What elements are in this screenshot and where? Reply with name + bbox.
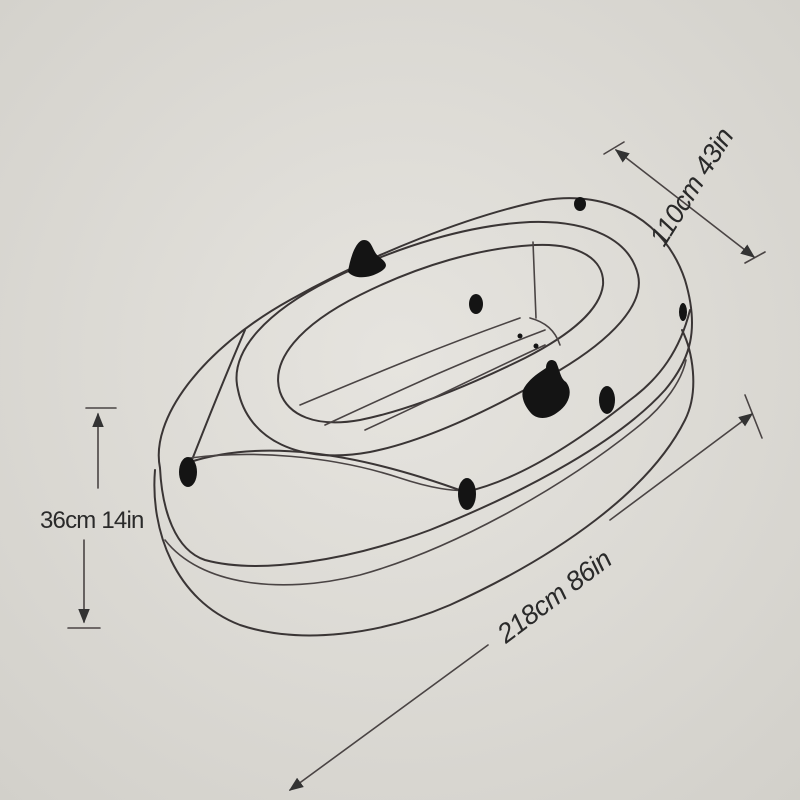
floor-line-1 (299, 317, 521, 406)
oarlock-left (348, 240, 386, 278)
width-arrow (614, 149, 756, 258)
hull-lower-edge (153, 329, 695, 637)
height-dimension: 36cm 14in (40, 407, 144, 629)
valve-inner (469, 294, 483, 314)
floor-rear-wall (532, 241, 537, 319)
hull-side-band (164, 359, 687, 586)
grommet-front (458, 478, 476, 510)
width-tick-start (603, 141, 625, 155)
length-arrow-lower (288, 644, 489, 791)
grommet-left (179, 457, 197, 487)
inflatable-boat-drawing (153, 197, 695, 637)
length-arrow-upper (609, 413, 754, 521)
rope-line (189, 453, 471, 492)
floor-line-2 (324, 329, 546, 426)
floor-side-wall (529, 317, 561, 346)
inner-tube-inner (277, 243, 605, 424)
length-tick-end (744, 394, 763, 439)
grommet-rear (574, 197, 586, 211)
grommet-right (599, 386, 615, 414)
side-seam-front (189, 309, 691, 493)
grommet-stern (679, 303, 687, 321)
small-valve-2 (533, 343, 539, 349)
small-valve (517, 333, 523, 339)
oarlock-front (522, 360, 570, 418)
height-label: 36cm 14in (40, 507, 144, 534)
hull-outer-edge (157, 197, 694, 567)
floor-line-3 (364, 344, 546, 431)
inner-tube-outer (235, 220, 640, 457)
